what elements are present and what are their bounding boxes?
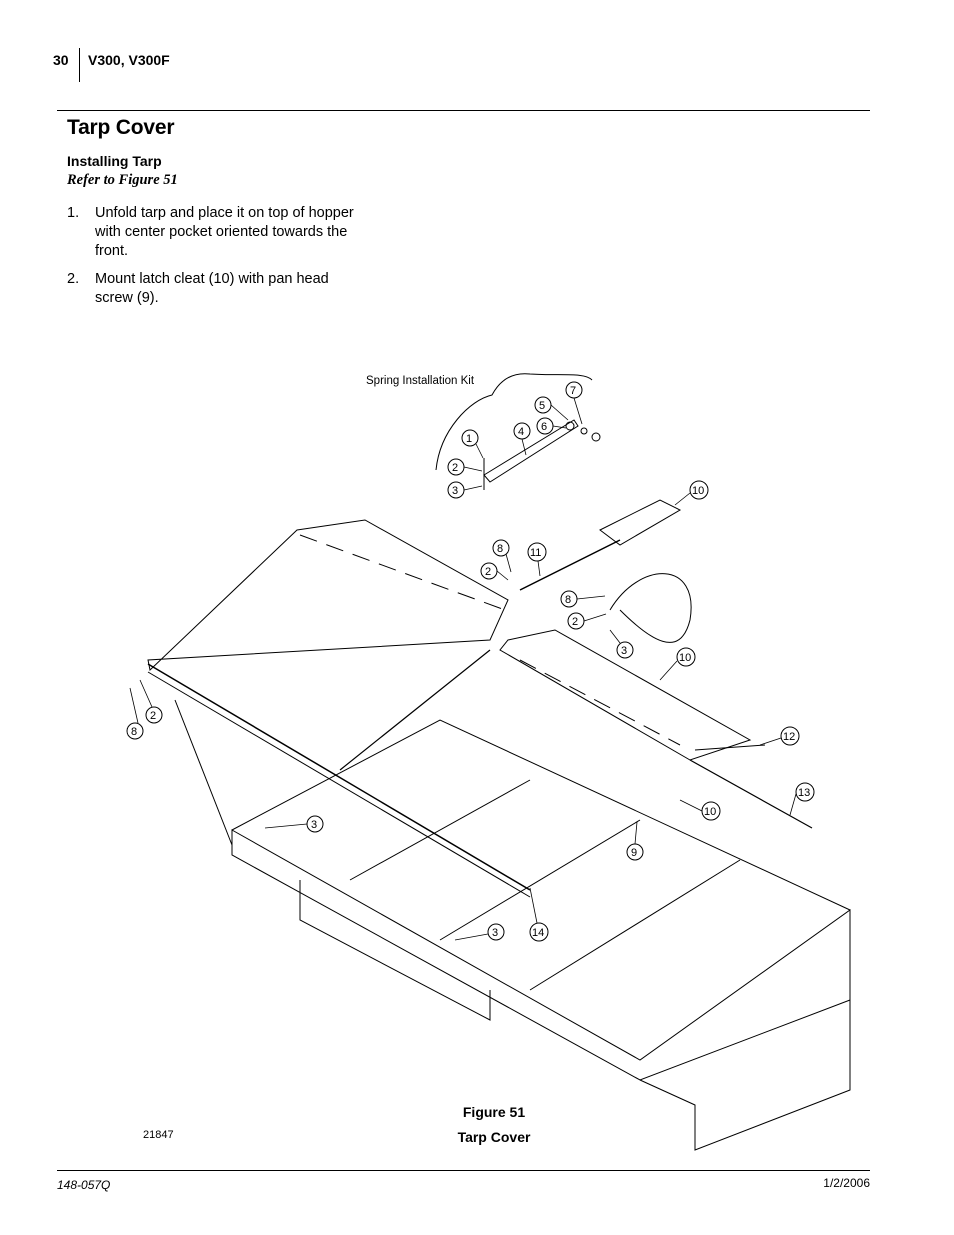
model-name: V300, V300F: [88, 52, 170, 68]
callout: 4: [513, 422, 531, 440]
svg-text:10: 10: [704, 806, 716, 818]
callout: 2: [567, 612, 585, 630]
instruction-list: 1. Unfold tarp and place it on top of ho…: [67, 204, 357, 317]
svg-text:2: 2: [452, 462, 458, 474]
hopper-front-plate: [299, 880, 491, 1021]
figure-number: Figure 51: [462, 1104, 526, 1120]
callout: 2: [145, 706, 163, 724]
roll-tube-edge: [147, 671, 531, 898]
svg-text:3: 3: [621, 645, 627, 657]
step-text: Mount latch cleat (10) with pan head scr…: [95, 271, 329, 306]
callout: 3: [616, 641, 634, 659]
svg-text:2: 2: [150, 710, 156, 722]
instruction-step: 2. Mount latch cleat (10) with pan head …: [67, 270, 357, 308]
callout: 10: [689, 480, 709, 500]
header-separator: [79, 48, 80, 82]
callout: 10: [676, 647, 696, 667]
svg-text:2: 2: [485, 566, 491, 578]
footer-rule: [57, 1170, 870, 1171]
header-rule: [57, 110, 870, 111]
svg-text:10: 10: [692, 485, 704, 497]
subheading: Installing Tarp: [67, 153, 162, 169]
tarp-fold-line: [299, 534, 506, 611]
svg-text:13: 13: [798, 787, 810, 799]
step-text: Unfold tarp and place it on top of hoppe…: [95, 205, 354, 259]
kit-boundary-arc: [435, 373, 593, 471]
callout: 12: [780, 726, 800, 746]
kit-washer: [565, 421, 575, 431]
svg-text:11: 11: [530, 547, 541, 559]
hopper-crossbar-2: [439, 819, 641, 941]
kit-label: Spring Installation Kit: [366, 375, 475, 387]
callout: 3: [447, 481, 465, 499]
svg-text:8: 8: [497, 543, 503, 555]
svg-text:3: 3: [311, 819, 317, 831]
crank-handle: [694, 744, 766, 751]
hopper-crossbar-3: [529, 859, 741, 991]
callout: 3: [487, 923, 505, 941]
page-number: 30: [53, 52, 69, 68]
tarp-fold-line-right: [519, 659, 681, 746]
callout: 1: [461, 429, 479, 447]
svg-text:10: 10: [679, 652, 691, 664]
svg-text:12: 12: [783, 731, 795, 743]
crank-rod: [689, 759, 813, 829]
svg-text:8: 8: [565, 594, 571, 606]
section-title: Tarp Cover: [67, 116, 175, 139]
callout: 9: [626, 843, 644, 861]
callout: 8: [560, 590, 578, 608]
bungee-cable: [609, 573, 692, 643]
svg-text:4: 4: [518, 426, 524, 438]
tarp-edge-left: [174, 699, 233, 846]
svg-text:14: 14: [532, 927, 544, 939]
latch-cleat-top: [599, 499, 682, 546]
kit-nut: [580, 427, 588, 435]
drawing-id: 21847: [143, 1129, 174, 1141]
spring-rod: [519, 539, 621, 591]
callout: 7: [565, 381, 583, 399]
leader-lines: [129, 397, 797, 941]
roll-tube: [147, 663, 531, 891]
kit-ring: [591, 432, 601, 442]
callout: 2: [447, 458, 465, 476]
svg-text:7: 7: [570, 385, 576, 397]
svg-text:5: 5: [539, 400, 545, 412]
callout: 2: [480, 562, 498, 580]
callout: 8: [492, 539, 510, 557]
callout: 3: [306, 815, 324, 833]
callout-group: 1 2 3 4 5 6 7 8 2 10 11 8 2 3 10 8 2 12 …: [126, 381, 815, 942]
document-number: 148-057Q: [57, 1178, 111, 1192]
figure-caption: Tarp Cover: [457, 1129, 531, 1145]
hopper-top-rim: [231, 719, 851, 911]
svg-text:9: 9: [631, 847, 637, 859]
callout: 11: [527, 542, 547, 562]
callout: 14: [529, 922, 549, 942]
svg-text:3: 3: [452, 485, 458, 497]
instruction-step: 1. Unfold tarp and place it on top of ho…: [67, 204, 357, 261]
hopper-crossbar-1: [349, 779, 531, 881]
spring-bar: [483, 419, 579, 483]
svg-text:2: 2: [572, 616, 578, 628]
document-date: 1/2/2006: [823, 1176, 870, 1190]
tarp-cover-drawing: Spring Installation Kit 1 2 3 4 5 6 7 8 …: [126, 373, 851, 1151]
tarp-panel-front-left: [147, 519, 509, 671]
callout: 8: [126, 722, 144, 740]
svg-text:8: 8: [131, 726, 137, 738]
step-number: 1.: [67, 205, 80, 221]
svg-text:3: 3: [492, 927, 498, 939]
callout: 5: [534, 396, 552, 414]
callout: 10: [701, 801, 721, 821]
center-pocket-tube: [339, 649, 491, 771]
hopper-rear-plate: [639, 1000, 851, 1151]
callout: 13: [795, 782, 815, 802]
tarp-panel-right: [499, 629, 752, 761]
svg-text:6: 6: [541, 421, 547, 433]
callout: 6: [536, 417, 554, 435]
step-number: 2.: [67, 271, 80, 287]
figure-reference: Refer to Figure 51: [67, 172, 178, 188]
svg-text:1: 1: [466, 433, 472, 445]
